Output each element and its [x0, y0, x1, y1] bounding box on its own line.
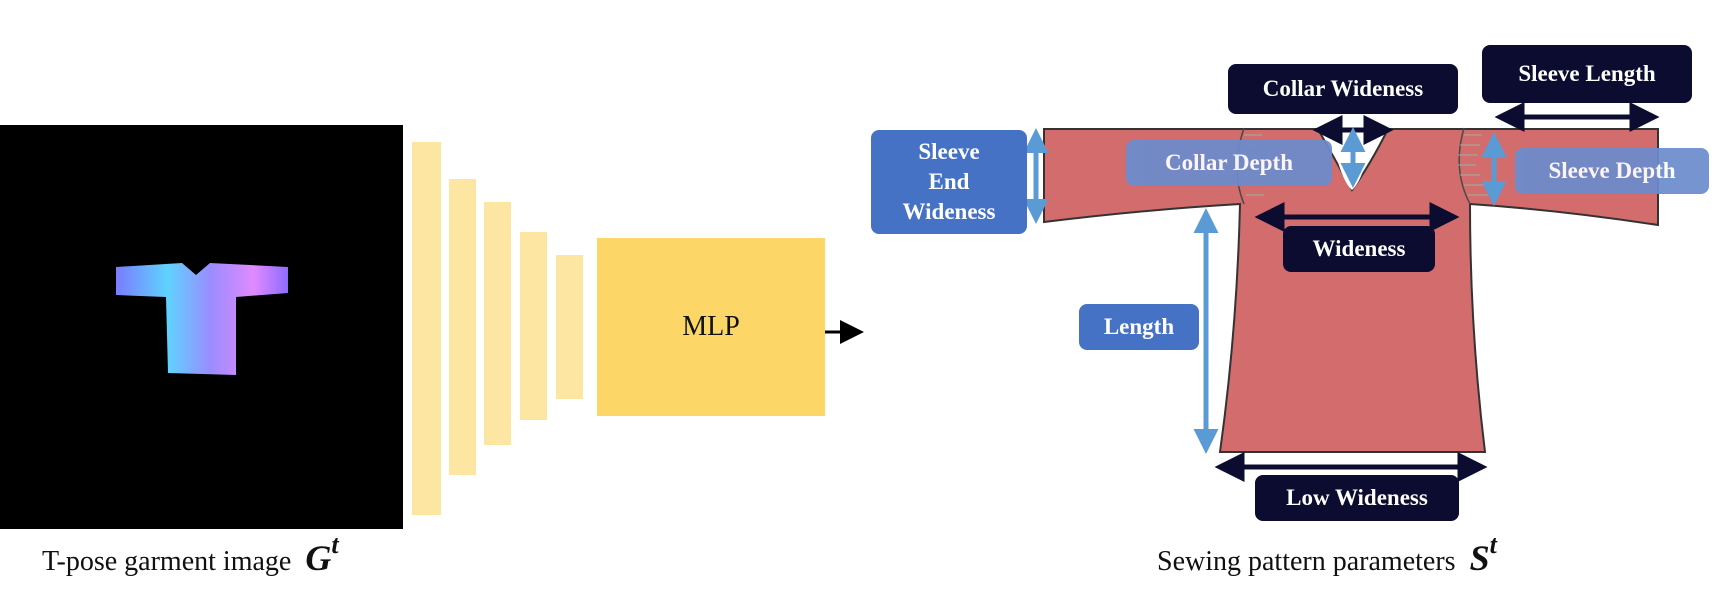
encoder-layer-5 — [556, 255, 583, 399]
mlp-label: MLP — [682, 311, 740, 342]
collar-depth-label: Collar Depth — [1126, 140, 1332, 186]
output-caption-symbol: St — [1469, 530, 1497, 578]
length-label: Length — [1079, 304, 1199, 350]
encoder-layer-4 — [520, 232, 547, 420]
encoder-layer-3 — [484, 202, 511, 445]
encoder-layer-1 — [412, 142, 441, 515]
low-wideness-label: Low Wideness — [1255, 475, 1459, 521]
tshirt-render-icon — [116, 263, 288, 375]
input-caption: T-pose garment image Gt — [42, 530, 339, 579]
sleeve-end-wideness-label: Sleeve End Wideness — [871, 130, 1027, 234]
wideness-label: Wideness — [1283, 226, 1435, 272]
encoder-layer-2 — [449, 179, 476, 475]
collar-wideness-label: Collar Wideness — [1228, 64, 1458, 114]
sleeve-depth-label: Sleeve Depth — [1515, 148, 1709, 194]
output-caption: Sewing pattern parameters St — [1157, 530, 1497, 579]
input-caption-text: T-pose garment image — [42, 546, 292, 577]
output-caption-text: Sewing pattern parameters — [1157, 546, 1456, 577]
mlp-block: MLP — [597, 238, 825, 416]
input-garment-image — [0, 125, 403, 529]
input-caption-symbol: Gt — [305, 530, 339, 578]
sleeve-length-label: Sleeve Length — [1482, 45, 1692, 103]
